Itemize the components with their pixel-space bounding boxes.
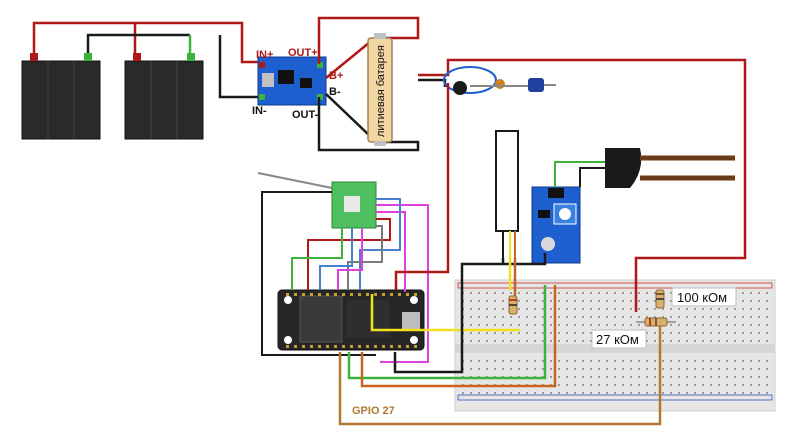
out-plus-label: OUT+ (288, 47, 318, 59)
soil-moisture-module (531, 186, 581, 264)
b-minus-label: B- (329, 86, 341, 98)
out-minus-label: OUT- (292, 109, 319, 121)
bus-wires (338, 83, 662, 426)
soil-probe (554, 148, 735, 188)
esp32-board (277, 289, 425, 351)
charger-module (257, 56, 327, 106)
solar-panel-right (124, 53, 204, 140)
battery: литиевая батарея (367, 33, 393, 146)
in-minus-label: IN- (252, 105, 267, 117)
gpio-label: GPIO 27 (352, 405, 395, 417)
solar-panel-left (21, 53, 101, 140)
radio-wires (261, 191, 429, 363)
solar-wires (32, 21, 262, 99)
radio-module (257, 172, 377, 229)
battery-label: литиевая батарея (375, 45, 387, 137)
resistor-27k-label: 27 кОм (596, 332, 639, 347)
in-plus-label: IN+ (256, 49, 273, 61)
resistor-pullup (508, 295, 518, 315)
power-switch (443, 66, 556, 95)
temperature-probe (495, 130, 519, 258)
resistor-100k-label: 100 кОм (677, 290, 727, 305)
resistor-27k (636, 317, 676, 327)
b-plus-label: B+ (329, 70, 343, 82)
resistor-100k (655, 289, 665, 309)
